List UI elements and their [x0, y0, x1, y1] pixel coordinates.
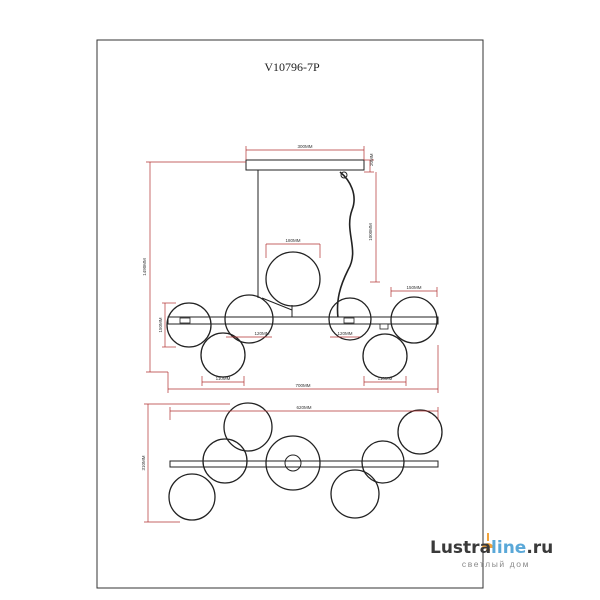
- model-title: V10796-7P: [264, 60, 320, 74]
- top-globe: [361, 440, 405, 484]
- power-cord: [336, 171, 355, 319]
- center-arm: [261, 297, 293, 311]
- top-globe: [397, 409, 443, 455]
- socket: [179, 317, 191, 324]
- top-dimensions: 620MM 310MM: [141, 403, 439, 523]
- top-globe: [168, 473, 216, 521]
- canopy: [245, 159, 365, 171]
- dim-total-height: 1490MM: [142, 258, 147, 276]
- lamp-icon: [481, 533, 495, 552]
- dim-globe-inner-right: 120MM: [337, 331, 352, 336]
- globe-lower-left: [200, 332, 246, 378]
- dim-globe-upper-right: 150MM: [406, 285, 421, 290]
- top-globe-center: [265, 435, 321, 491]
- front-view: [166, 159, 439, 379]
- dim-center-globe: 180MM: [285, 238, 300, 243]
- lustraline-logo: Lustraline.ru светлый дом: [430, 533, 553, 569]
- top-view: [168, 402, 443, 521]
- globe-upper-right: [390, 296, 438, 344]
- socket: [343, 317, 355, 324]
- dim-canopy-height: 20MM: [369, 153, 374, 166]
- main-bar: [167, 316, 439, 325]
- dim-top-depth: 310MM: [141, 455, 146, 470]
- cord-grip: [340, 171, 348, 179]
- dim-globe-side: 150MM: [158, 317, 163, 332]
- logo-name: Lustraline.ru: [430, 538, 553, 558]
- drawing-frame: [96, 39, 484, 589]
- dim-top-width: 620MM: [296, 405, 311, 410]
- dim-globe-lower-right: 110MM: [378, 376, 393, 381]
- dim-globe-inner: 120MM: [254, 331, 269, 336]
- dim-cable-drop: 1000MM: [368, 223, 373, 241]
- dim-globe-lower-left: 110MM: [216, 376, 231, 381]
- dim-canopy-width: 300MM: [297, 144, 312, 149]
- dim-total-width: 700MM: [295, 383, 310, 388]
- top-center-hub: [284, 454, 302, 472]
- front-dimensions: 300MM 20MM 1000MM 1490MM 180MM 150MM 120…: [142, 144, 439, 393]
- top-globe: [223, 402, 273, 452]
- globe-center: [265, 251, 321, 307]
- top-bar: [169, 460, 439, 468]
- globe-inner-right: [328, 297, 372, 341]
- globe-inner-left: [224, 294, 274, 344]
- socket: [379, 323, 389, 330]
- top-globe: [202, 438, 248, 484]
- top-globe: [330, 469, 380, 519]
- logo-tagline: светлый дом: [462, 559, 530, 569]
- globe-left: [166, 302, 212, 348]
- globe-lower-right: [362, 333, 408, 379]
